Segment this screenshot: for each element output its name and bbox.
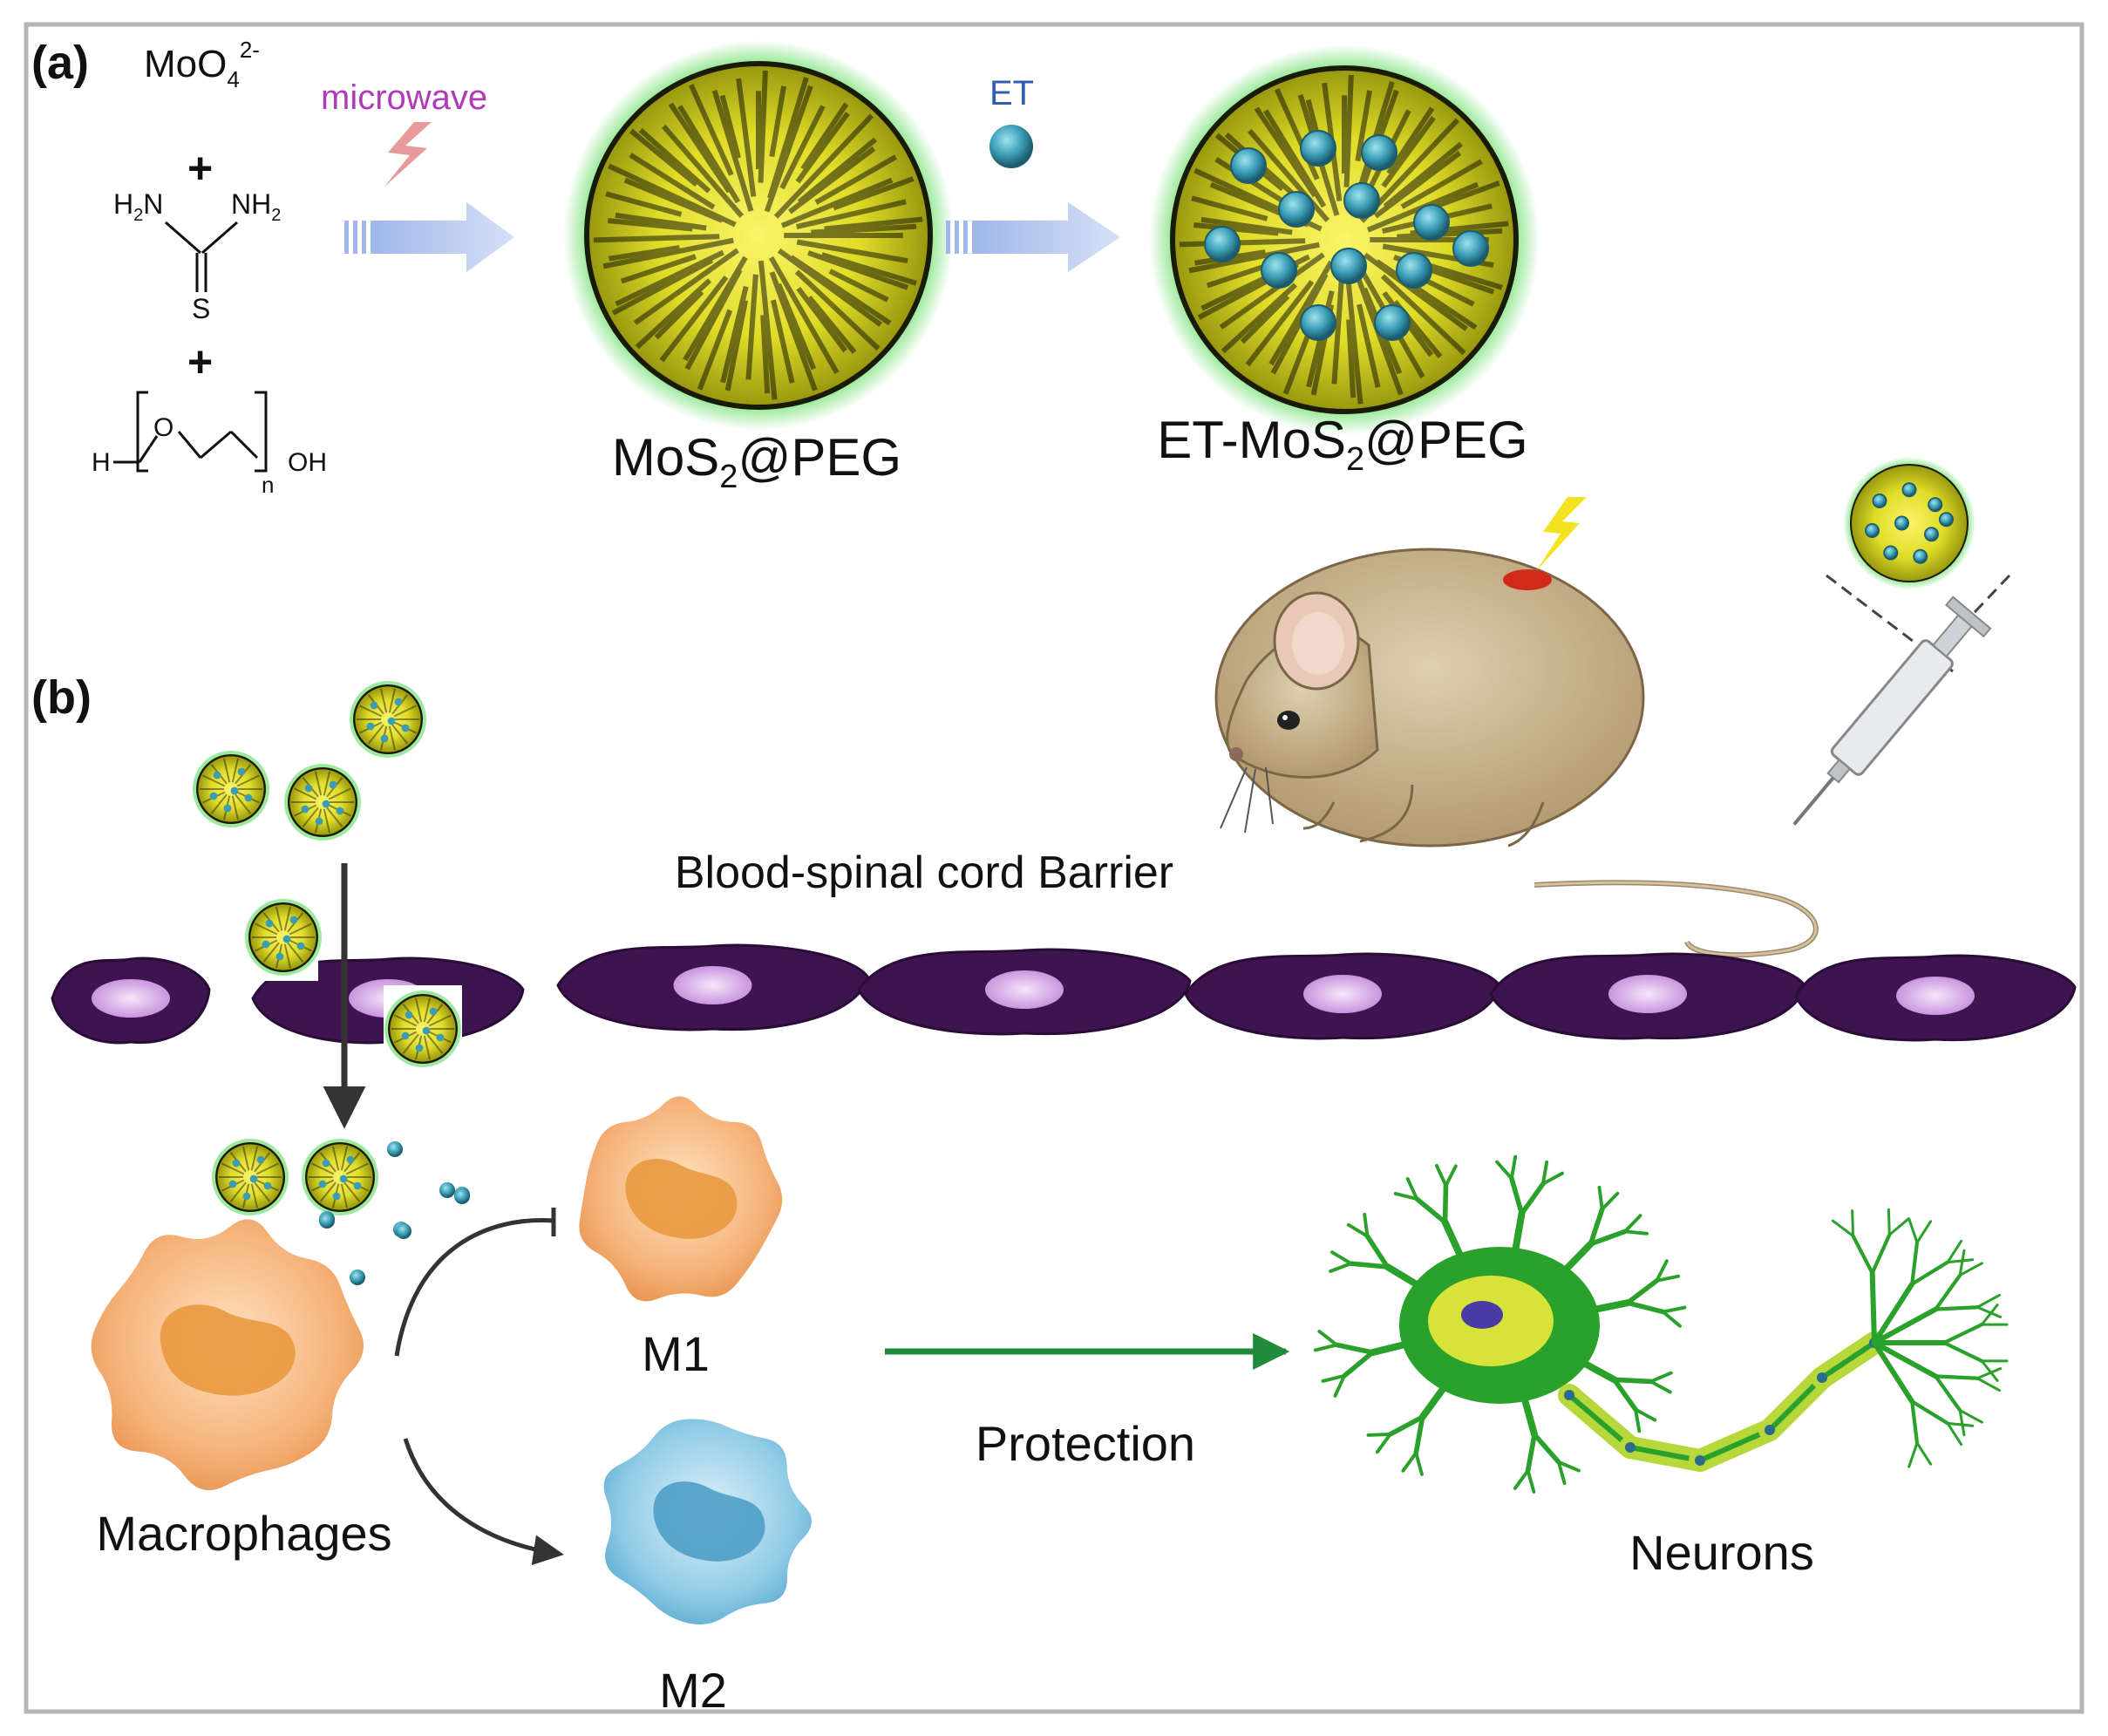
microwave-step-arrow: microwave	[321, 78, 514, 272]
svg-text:NH2: NH2	[231, 188, 281, 225]
protection-label: Protection	[976, 1416, 1195, 1471]
plus-sign-2: +	[187, 337, 213, 386]
crossing-nanoparticles	[193, 681, 462, 1215]
et-loading-step-arrow: ET	[946, 74, 1120, 272]
syringe-icon	[1792, 456, 2011, 826]
et-mos2-peg-label: ET-MoS2@PEG	[1157, 411, 1527, 478]
et-drug-icon	[989, 125, 1033, 168]
figure-border	[24, 22, 2084, 1714]
thiourea-structure: H2N NH2 S	[113, 188, 281, 324]
svg-text:n: n	[262, 472, 274, 498]
svg-text:O: O	[153, 413, 173, 442]
mouse-illustration	[1214, 497, 1819, 958]
macrophages-label: Macrophages	[96, 1506, 391, 1561]
injury-lightning-icon	[1536, 497, 1587, 571]
peg-structure: H O n OH	[92, 391, 327, 498]
m2-label: M2	[659, 1663, 727, 1718]
neurons-label: Neurons	[1629, 1525, 1814, 1580]
panel-b: (b)	[31, 456, 2077, 1718]
panel-a-label: (a)	[31, 37, 89, 89]
panel-b-label: (b)	[31, 671, 92, 724]
svg-text:H: H	[92, 448, 111, 477]
m2-macrophage-cell	[603, 1419, 812, 1625]
barrier-label: Blood-spinal cord Barrier	[675, 848, 1173, 898]
m1-inhibition-arrow	[394, 1218, 554, 1357]
mos2-peg-label: MoS2@PEG	[612, 428, 901, 495]
m1-label: M1	[642, 1326, 710, 1381]
svg-text:H2N: H2N	[113, 188, 163, 225]
panel-a: (a) MoO42- + H2N NH2 S + H O	[31, 37, 1540, 498]
svg-text:OH: OH	[288, 448, 327, 477]
microwave-label: microwave	[321, 78, 487, 117]
m2-promotion-arrow	[403, 1438, 564, 1566]
lightning-icon	[384, 122, 432, 187]
mos2-peg-nanoflower	[563, 40, 954, 431]
m1-macrophage-cell	[579, 1096, 783, 1302]
et-label: ET	[989, 74, 1034, 112]
plus-sign-1: +	[187, 144, 213, 193]
released-et-drug	[319, 1141, 470, 1285]
injury-site	[1503, 569, 1552, 590]
macrophage-cell	[91, 1219, 364, 1491]
svg-text:S: S	[192, 293, 210, 324]
reagent-molybdate: MoO42-	[144, 37, 260, 92]
svg-text:MoO42-: MoO42-	[144, 37, 260, 92]
neuron-illustration	[1313, 1154, 2009, 1494]
et-mos2-peg-nanoflower	[1149, 44, 1540, 435]
